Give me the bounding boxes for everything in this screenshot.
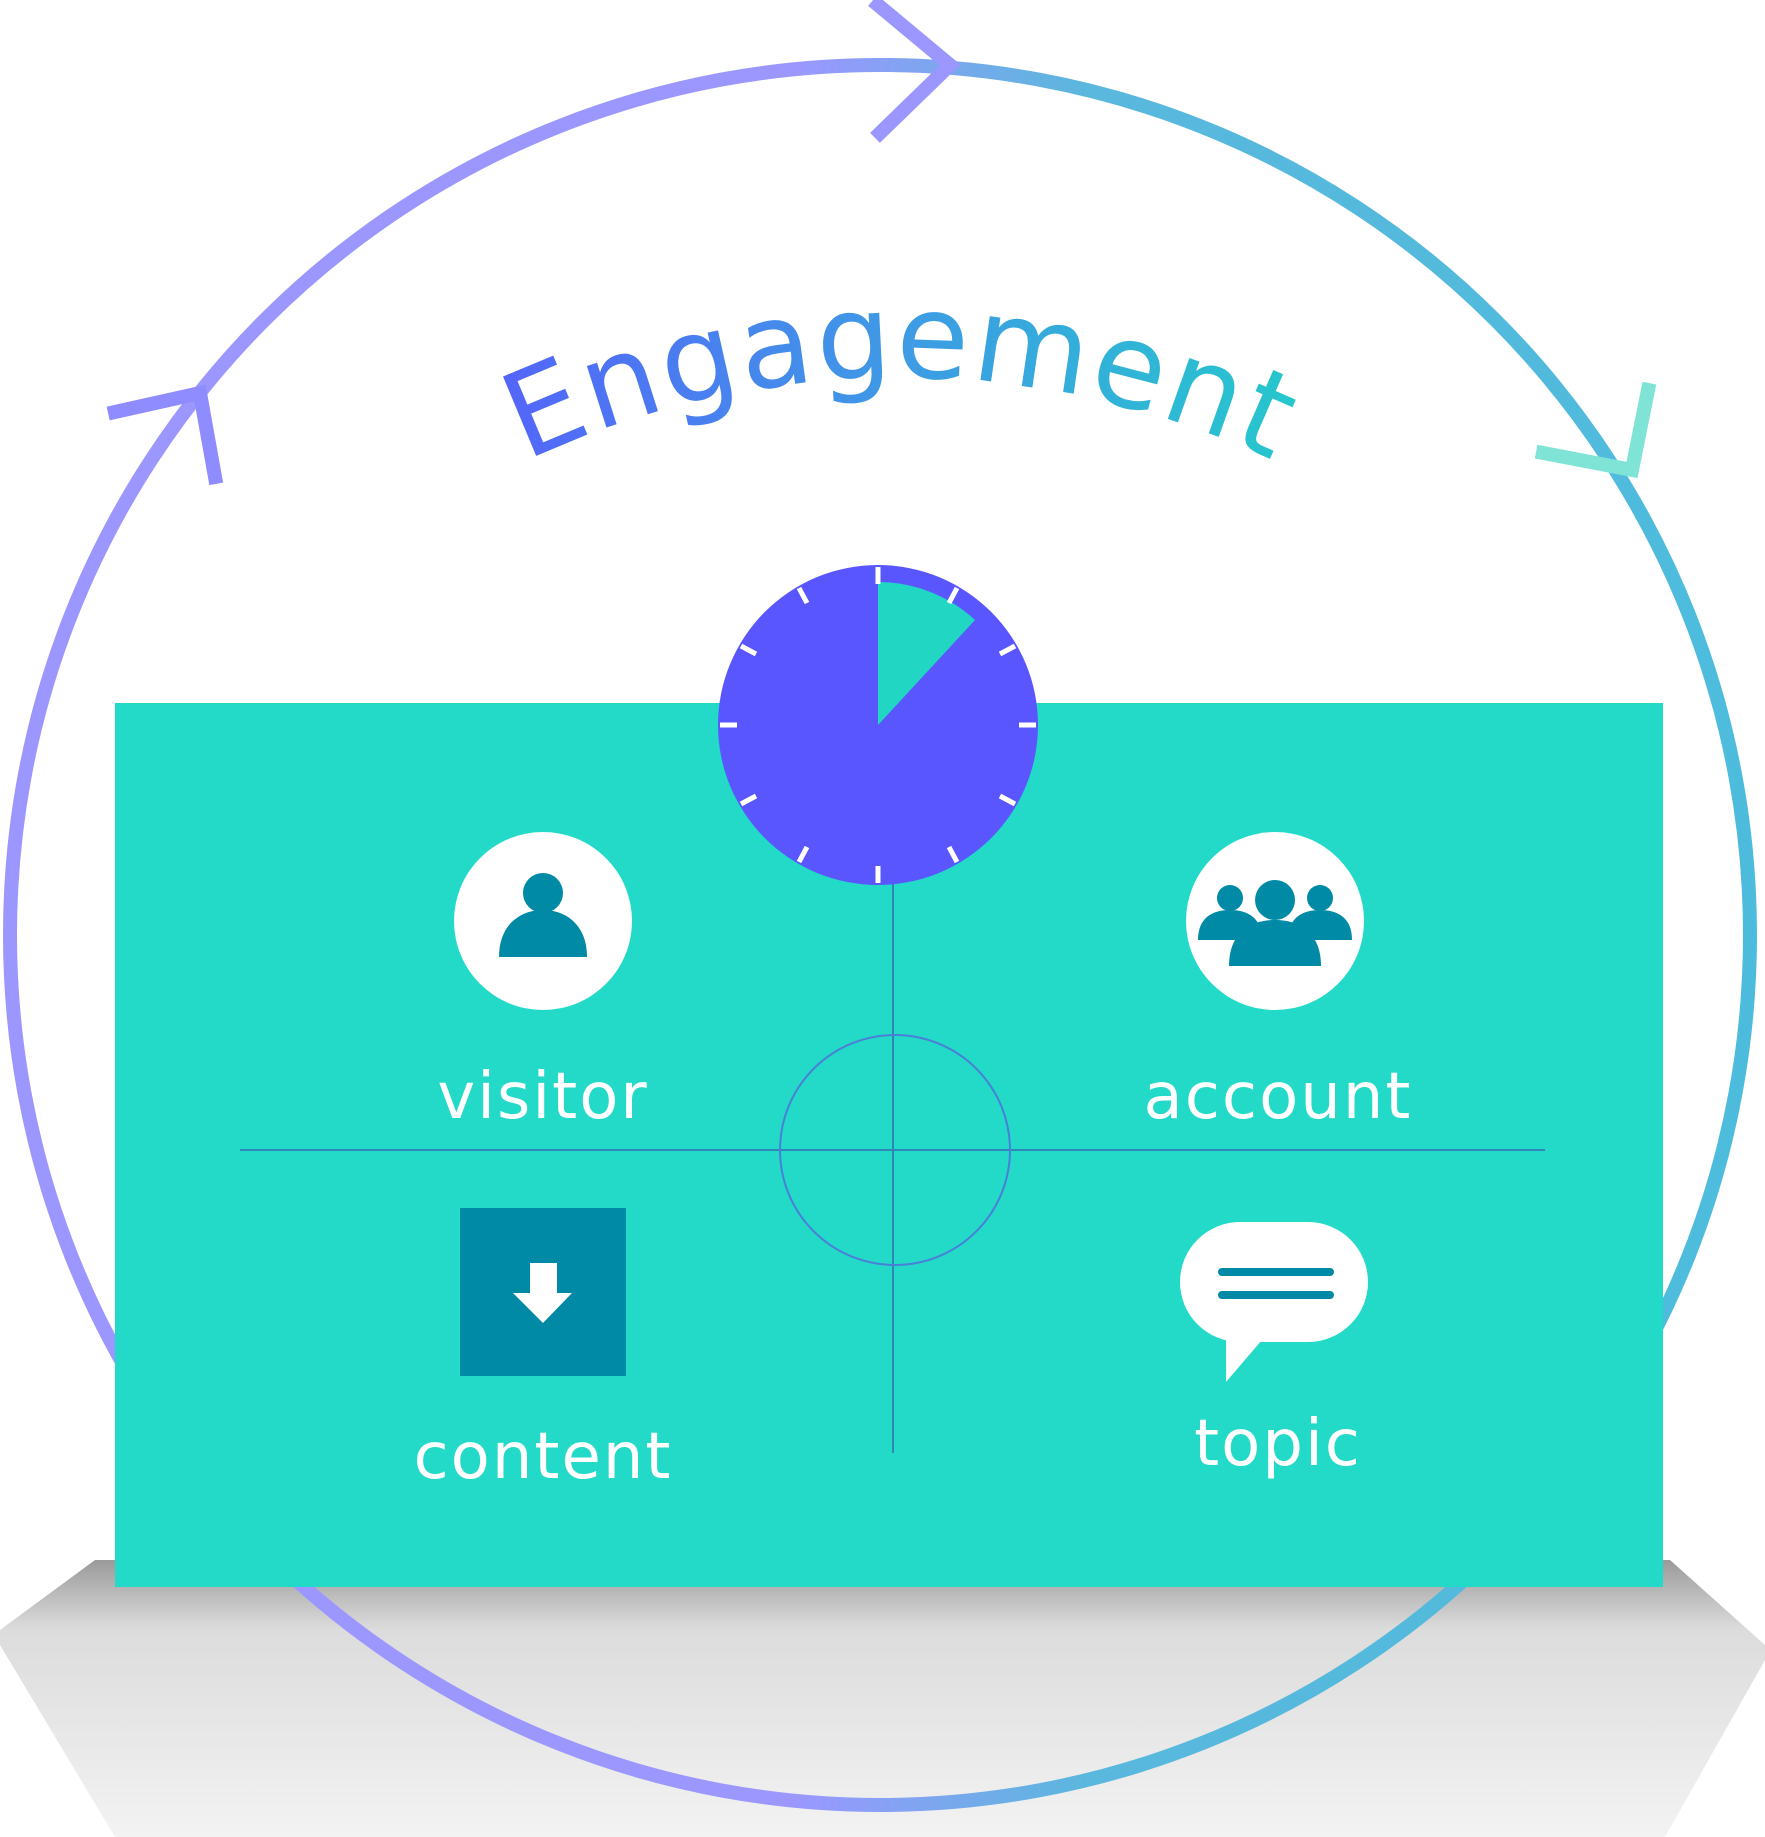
- content-label: content: [413, 1420, 672, 1494]
- quadrant-topic: topic: [1180, 1222, 1368, 1481]
- group-icon-glyph: [1198, 880, 1352, 966]
- diagram-title: Engagement: [483, 267, 1318, 487]
- speech-bubble-icon: [1180, 1222, 1368, 1382]
- cycle-ring: [3, 58, 1757, 1812]
- quadrant-visitor: visitor: [437, 832, 648, 1134]
- panel-shadow: [0, 1560, 1765, 1837]
- account-label: account: [1144, 1060, 1413, 1134]
- quadrant-dividers: [240, 880, 1545, 1453]
- quadrant-content: content: [413, 1208, 672, 1494]
- download-arrow-glyph: [513, 1263, 572, 1323]
- visitor-label: visitor: [437, 1060, 648, 1134]
- topic-label: topic: [1194, 1407, 1362, 1481]
- cycle-arrow-top-icon: [868, 0, 961, 143]
- quadrant-account: account: [1144, 832, 1413, 1134]
- cycle-arrow-right-icon: [1534, 381, 1657, 479]
- clock-icon: [718, 565, 1038, 885]
- person-icon-glyph: [499, 873, 587, 957]
- cycle-arrow-left-icon: [106, 384, 224, 486]
